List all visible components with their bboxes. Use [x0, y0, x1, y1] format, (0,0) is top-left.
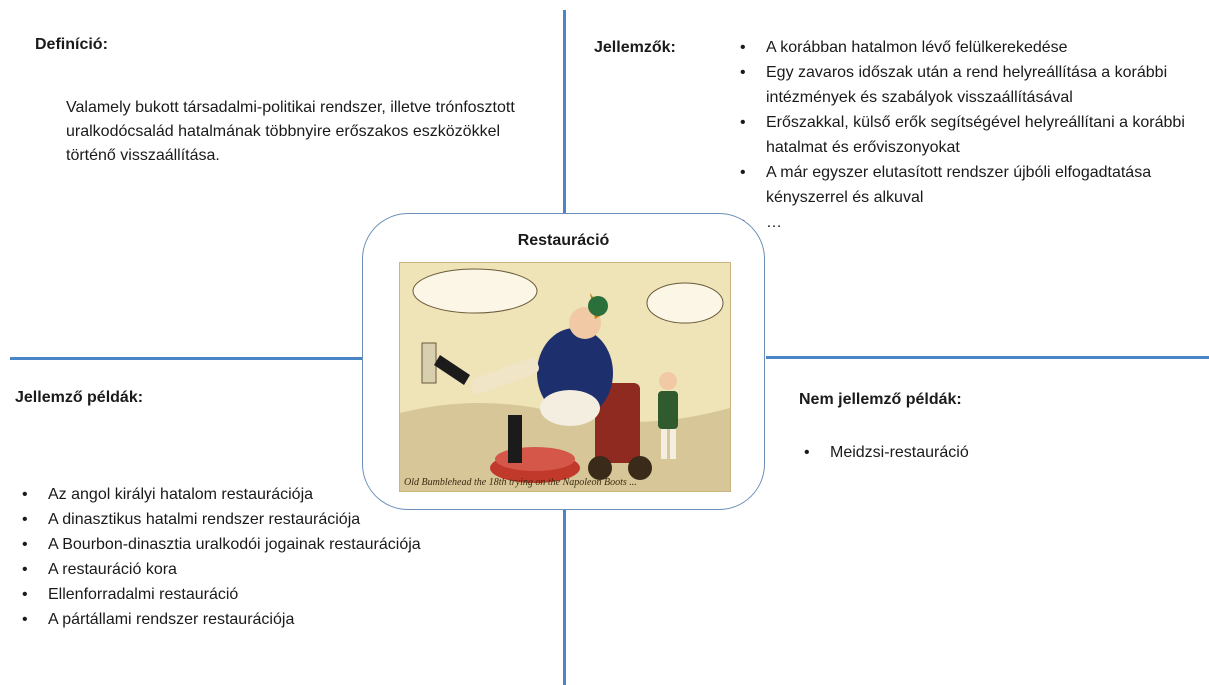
- list-item: A már egyszer elutasított rendszer újból…: [740, 160, 1196, 210]
- horizontal-divider-right: [766, 356, 1209, 359]
- list-item: Erőszakkal, külső erők segítségével hely…: [740, 110, 1196, 160]
- non-examples-list: Meidzsi-restauráció: [804, 440, 1170, 465]
- concept-title: Restauráció: [517, 232, 610, 249]
- list-item: Egy zavaros időszak után a rend helyreál…: [740, 60, 1196, 110]
- examples-list: Az angol királyi hatalom restaurációja A…: [22, 482, 488, 632]
- list-item: A restauráció kora: [22, 557, 488, 582]
- list-item: Ellenforradalmi restauráció: [22, 582, 488, 607]
- list-item: A dinasztikus hatalmi rendszer restaurác…: [22, 507, 488, 532]
- characteristics-title: Jellemzők:: [594, 39, 676, 56]
- definition-title: Definíció:: [35, 36, 108, 53]
- list-item: Meidzsi-restauráció: [804, 440, 1170, 465]
- horizontal-divider-left: [10, 357, 370, 360]
- list-item: Az angol királyi hatalom restaurációja: [22, 482, 488, 507]
- caricature-image: Old Bumblehead the 18th trying on the Na…: [399, 262, 731, 492]
- definition-text: Valamely bukott társadalmi-politikai ren…: [66, 99, 515, 164]
- list-item: A Bourbon-dinasztia uralkodói jogainak r…: [22, 532, 488, 557]
- image-caption: Old Bumblehead the 18th trying on the Na…: [404, 477, 637, 488]
- central-concept-box: Restauráció Old Bumblehead th: [362, 213, 765, 510]
- caricature-illustration: [400, 263, 730, 491]
- list-item: …: [740, 210, 1196, 235]
- list-item: A korábban hatalmon lévő felülkerekedése: [740, 35, 1196, 60]
- examples-title: Jellemző példák:: [15, 389, 144, 406]
- characteristics-list: A korábban hatalmon lévő felülkerekedése…: [740, 35, 1196, 235]
- non-examples-title: Nem jellemző példák:: [799, 391, 962, 408]
- list-item: A pártállami rendszer restaurációja: [22, 607, 488, 632]
